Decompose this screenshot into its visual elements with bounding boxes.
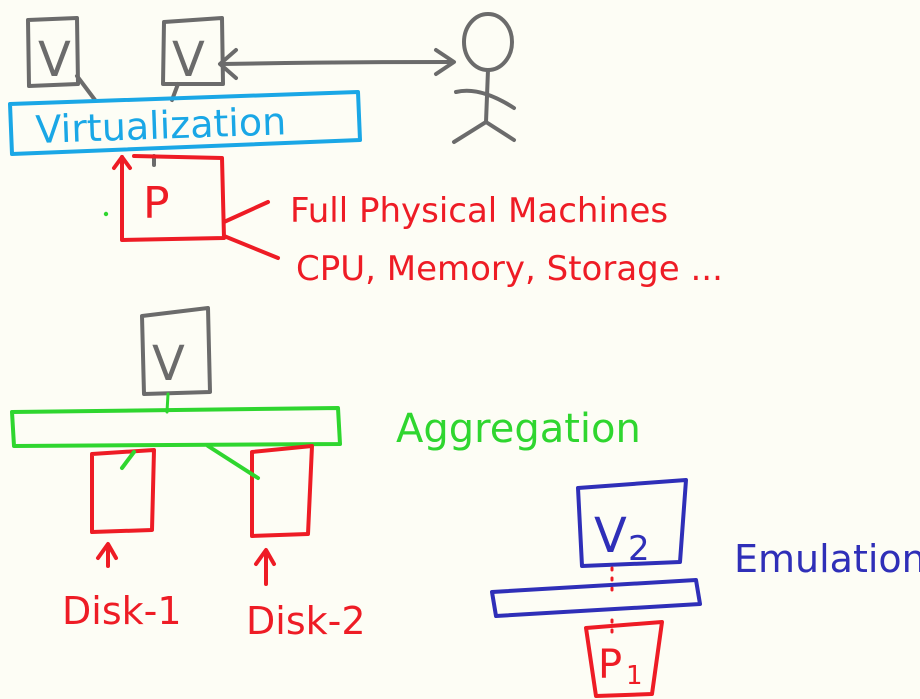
- vm-user-double-arrow: [218, 48, 456, 80]
- vm-box-right: V: [161, 16, 225, 102]
- emulation-layer-bar: [490, 578, 702, 618]
- emulation-section: V 2 Emulation P 1: [490, 478, 920, 698]
- virtualization-section: V V Virtualization: [8, 12, 723, 289]
- vm-box-left: V: [26, 16, 97, 102]
- p1-label-subscript: 1: [626, 661, 643, 691]
- physical-machine-p1-box: P 1: [584, 620, 664, 698]
- v2-label-main: V: [594, 508, 627, 564]
- disk-2-label: Disk-2: [246, 599, 366, 643]
- emulation-label: Emulation: [734, 537, 920, 581]
- resources-label: CPU, Memory, Storage ...: [296, 249, 723, 289]
- p1-label-main: P: [598, 642, 622, 688]
- full-physical-machines-label: Full Physical Machines: [290, 191, 668, 231]
- disk-1-box: [90, 448, 156, 568]
- disk-2-box: [206, 444, 314, 586]
- physical-machine-label: P: [143, 178, 170, 229]
- aggregation-label: Aggregation: [396, 406, 641, 452]
- physical-machine-box: P: [103, 154, 226, 242]
- virtualization-label: Virtualization: [35, 99, 287, 152]
- user-stick-figure-icon: [452, 12, 516, 144]
- aggregation-section: V Aggregation Disk-1 Disk-2: [10, 306, 641, 643]
- aggregation-vm-box: V: [140, 306, 212, 414]
- virtualization-layer-bar: [8, 90, 362, 156]
- disk-1-label: Disk-1: [62, 589, 182, 633]
- vm-left-label: V: [38, 32, 71, 88]
- aggregation-layer-bar: [10, 406, 342, 448]
- aggregation-vm-label: V: [152, 336, 185, 392]
- vm-right-label: V: [172, 32, 205, 88]
- emulated-vm-v2-box: V 2: [576, 478, 688, 569]
- v2-label-subscript: 2: [628, 529, 650, 569]
